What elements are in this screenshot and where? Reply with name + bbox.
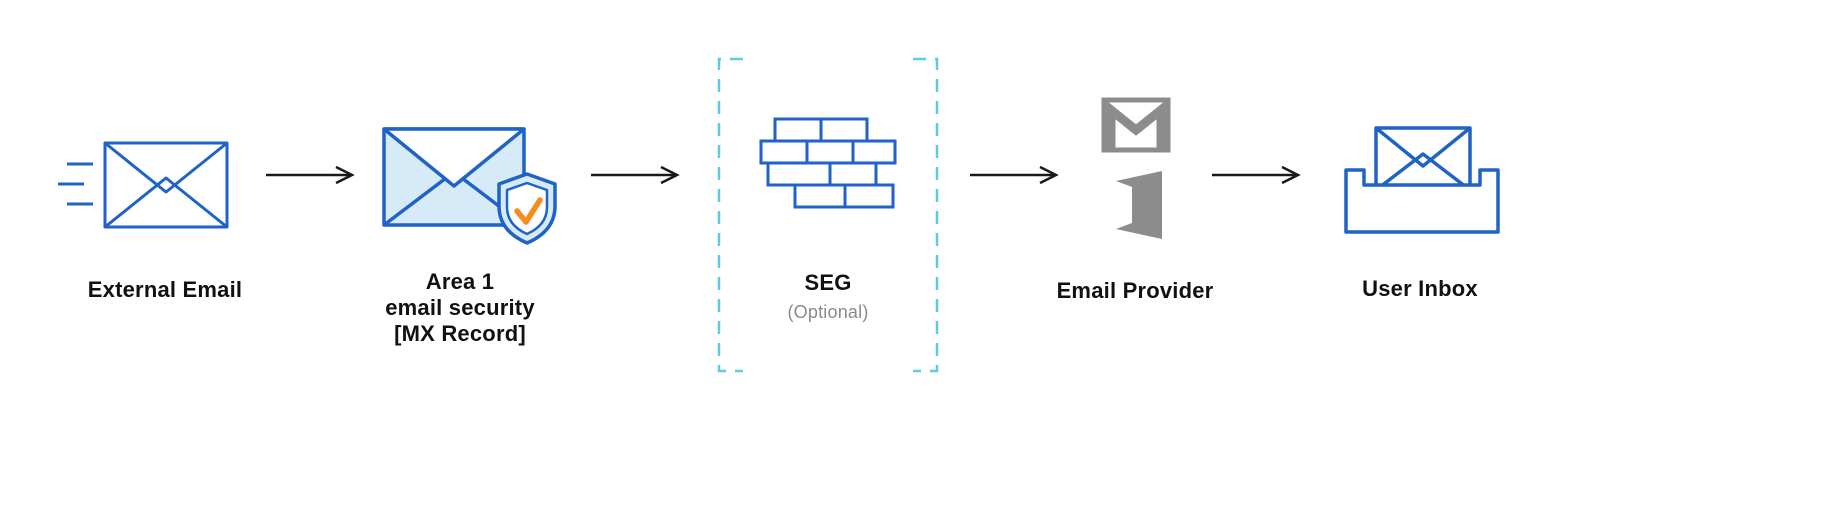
arrow-right-icon	[266, 165, 355, 185]
external-email-envelope-icon	[58, 141, 229, 229]
external-email-label: External Email	[87, 277, 243, 302]
area1-label-line3: [MX Record]	[394, 321, 526, 346]
optional-dashed-bracket	[717, 57, 939, 373]
area1-label: Area 1 email security [MX Record]	[310, 269, 610, 347]
shield-check-icon	[497, 172, 557, 245]
seg-optional-label: (Optional)	[787, 302, 869, 322]
inbox-tray-icon	[1344, 126, 1500, 234]
firewall-brick-icon	[759, 117, 897, 209]
arrow-right-icon	[970, 165, 1059, 185]
office-icon	[1116, 171, 1162, 239]
arrow-right-icon	[591, 165, 680, 185]
user-inbox-label: User Inbox	[1362, 276, 1478, 301]
area1-label-line1: Area 1	[425, 269, 495, 294]
arrow-right-icon	[1212, 165, 1301, 185]
check-icon	[514, 197, 543, 225]
seg-label: SEG	[804, 270, 852, 295]
email-provider-label: Email Provider	[1056, 278, 1214, 303]
area1-label-line2: email security	[385, 295, 535, 320]
area1-envelope-shield-icon	[382, 127, 557, 245]
seg-label-block: SEG (Optional)	[678, 270, 978, 325]
gmail-icon	[1101, 97, 1171, 153]
